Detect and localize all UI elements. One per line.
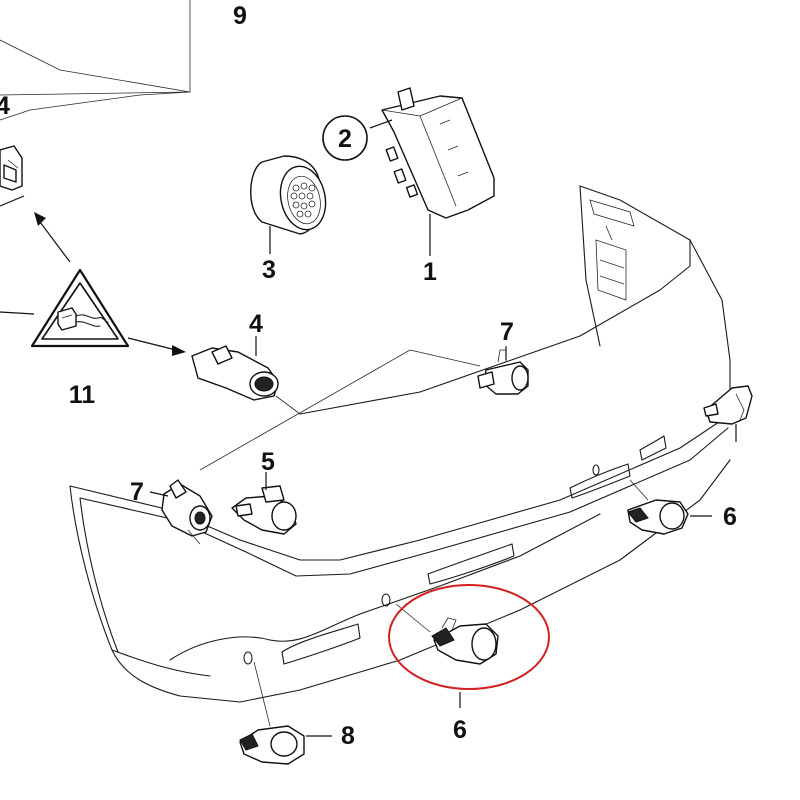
sensor-cover-part-upper-right (703, 385, 753, 442)
sensor-bracket-part (231, 472, 297, 535)
control-module-part (381, 87, 495, 256)
callout-7-top: 7 (500, 318, 514, 346)
warning-arrow-right (127, 337, 186, 356)
left-edge-connector (0, 145, 23, 191)
sensor-cover-part-right (627, 479, 712, 535)
callout-6-right: 6 (723, 503, 737, 531)
callout-6-bottom: 6 (453, 716, 467, 744)
round-connector-part (250, 155, 327, 254)
callout-4-top: 4 (0, 92, 10, 120)
sensor-holder-part-left (149, 479, 213, 545)
highlight-ring (388, 584, 550, 690)
callout-9: 9 (233, 2, 247, 30)
sensor-cover-part-highlighted (395, 603, 499, 708)
reference-lines (199, 349, 481, 471)
warning-arrow-up (0, 195, 71, 263)
callout-2-leader (369, 119, 393, 129)
sensor-cover-part-bottom (239, 661, 332, 765)
callout-3: 3 (262, 256, 276, 284)
callout-5: 5 (261, 448, 275, 476)
callout-7-left: 7 (130, 478, 144, 506)
sensor-holder-part-top (477, 346, 529, 395)
callout-2: 2 (338, 125, 352, 153)
harness-sheet-outline (0, 0, 191, 121)
callout-4: 4 (249, 310, 263, 338)
callout-8: 8 (341, 722, 355, 750)
parking-sensor-part (191, 336, 279, 401)
callout-1: 1 (423, 258, 437, 286)
callout-2-circle (322, 115, 368, 161)
triangle-left-leader (0, 311, 35, 315)
wiring-harness-warning-icon (30, 268, 130, 348)
rear-bumper-body (69, 185, 731, 703)
callout-labels: 9 4 2 3 1 4 7 11 5 7 6 6 8 (0, 2, 737, 750)
callout-11: 11 (69, 381, 96, 409)
